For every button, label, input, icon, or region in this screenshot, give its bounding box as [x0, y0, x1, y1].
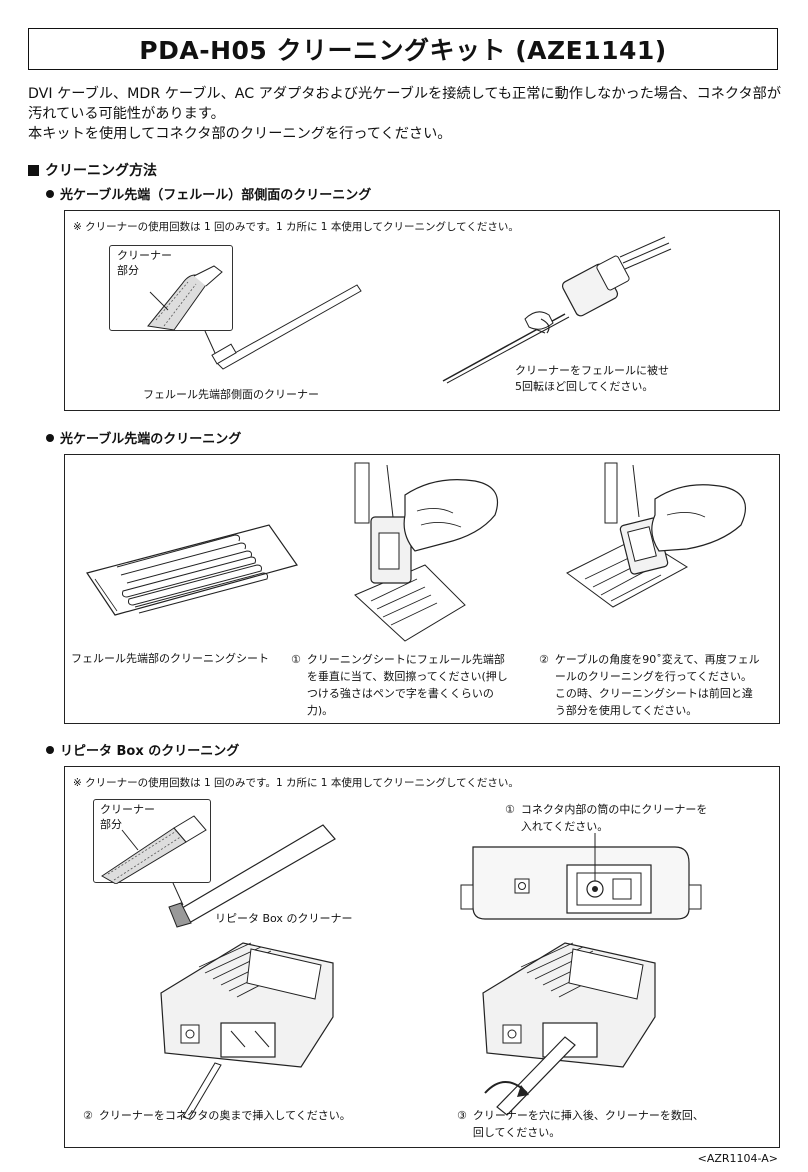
repeater-note: ※ クリーナーの使用回数は 1 回のみです。1 カ所に 1 本使用してクリーニン… [73, 777, 519, 789]
bullet-icon [46, 433, 54, 442]
ferrule-side-illustration [204, 236, 672, 384]
section-title: クリーニング方法 [28, 160, 157, 180]
intro-text: DVI ケーブル、MDR ケーブル、AC アダプタおよび光ケーブルを接続しても正… [28, 84, 788, 144]
repeater-inset-label-cleaner: クリーナー [100, 803, 155, 816]
page-title: PDA-H05 クリーニングキット (AZE1141) [139, 36, 667, 65]
tip-panel: フェルール先端部のクリーニングシート ① クリーニングシートにフェルール先端部を… [64, 454, 780, 724]
ferrule-side-panel: ※ クリーナーの使用回数は 1 回のみです。1 カ所に 1 本使用してクリーニン… [64, 210, 780, 411]
tip-caption-sheet: フェルール先端部のクリーニングシート [71, 652, 269, 665]
tip-illustration [86, 462, 746, 642]
repeater-cleaner-inset: クリーナー 部分 [93, 799, 211, 884]
repeater-box-left [160, 942, 334, 1120]
repeater-step-2: ② クリーナーをコネクタの奥まで挿入してください。 [83, 1107, 383, 1124]
repeater-step-2-number: ② [83, 1109, 93, 1122]
ferrule-side-caption-right-2: 5回転ほど回してください。 [515, 380, 654, 393]
ferrule-side-caption-right-1: クリーナーをフェルールに被せ [515, 364, 669, 377]
repeater-step-3-text-2: 回してください。 [472, 1126, 561, 1139]
repeater-step-1-number: ① [505, 803, 515, 816]
bullet-icon [46, 745, 54, 754]
tip-step-2-text: ケーブルの角度を90˚変えて、再度フェルールのクリーニングを行ってください。この… [554, 653, 760, 717]
repeater-step-2-text: クリーナーをコネクタの奥まで挿入してください。 [98, 1109, 351, 1122]
repeater-cleaner-tip-illustration [101, 815, 207, 884]
cleaner-tip-illustration [147, 265, 223, 331]
document-code: <AZR1104-A> [697, 1152, 778, 1165]
repeater-caption-cleaner: リピータ Box のクリーナー [215, 912, 353, 925]
inset-label-cleaner: クリーナー [117, 249, 172, 262]
tip-step-2-number: ② [539, 653, 549, 666]
repeater-inset-label-part: 部分 [100, 818, 122, 831]
ferrule-side-note: ※ クリーナーの使用回数は 1 回のみです。1 カ所に 1 本使用してクリーニン… [73, 221, 519, 233]
repeater-step-3: ③ クリーナーを穴に挿入後、クリーナーを数回、 回してください。 [457, 1107, 757, 1141]
tip-heading-text: 光ケーブル先端のクリーニング [60, 432, 242, 447]
inset-label-part: 部分 [117, 264, 139, 277]
ferrule-side-heading-text: 光ケーブル先端（フェルール）部側面のクリーニング [60, 188, 372, 203]
repeater-heading: リピータ Box のクリーニング [46, 740, 239, 759]
repeater-illustration [160, 824, 702, 1120]
repeater-step-1-text-2: 入れてください。 [520, 820, 609, 833]
tip-step-2: ② ケーブルの角度を90˚変えて、再度フェルールのクリーニングを行ってください。… [539, 651, 761, 719]
repeater-panel: ※ クリーナーの使用回数は 1 回のみです。1 カ所に 1 本使用してクリーニン… [64, 766, 780, 1148]
square-bullet-icon [28, 164, 39, 176]
tip-step-1-text: クリーニングシートにフェルール先端部を垂直に当て、数回擦ってください(押しつける… [306, 653, 508, 717]
tip-step-1: ① クリーニングシートにフェルール先端部を垂直に当て、数回擦ってください(押しつ… [291, 651, 509, 719]
title-box: PDA-H05 クリーニングキット (AZE1141) [28, 28, 778, 70]
section-title-text: クリーニング方法 [45, 163, 157, 179]
repeater-heading-text: リピータ Box のクリーニング [60, 744, 240, 759]
repeater-step-3-number: ③ [457, 1109, 467, 1122]
tip-step-1-number: ① [291, 653, 301, 666]
repeater-step-1: ① コネクタ内部の筒の中にクリーナーを 入れてください。 [505, 801, 745, 835]
repeater-step-3-text-1: クリーナーを穴に挿入後、クリーナーを数回、 [472, 1109, 704, 1122]
intro-paragraph-1: DVI ケーブル、MDR ケーブル、AC アダプタおよび光ケーブルを接続しても正… [28, 86, 782, 122]
cleaner-inset: クリーナー 部分 [109, 245, 233, 331]
ferrule-side-caption-left: フェルール先端部側面のクリーナー [143, 388, 319, 401]
tip-heading: 光ケーブル先端のクリーニング [46, 428, 241, 447]
repeater-box-right [482, 942, 656, 1116]
repeater-step-1-text-1: コネクタ内部の筒の中にクリーナーを [520, 803, 708, 816]
ferrule-side-heading: 光ケーブル先端（フェルール）部側面のクリーニング [46, 184, 371, 203]
intro-paragraph-2: 本キットを使用してコネクタ部のクリーニングを行ってください。 [28, 126, 452, 142]
bullet-icon [46, 189, 54, 198]
